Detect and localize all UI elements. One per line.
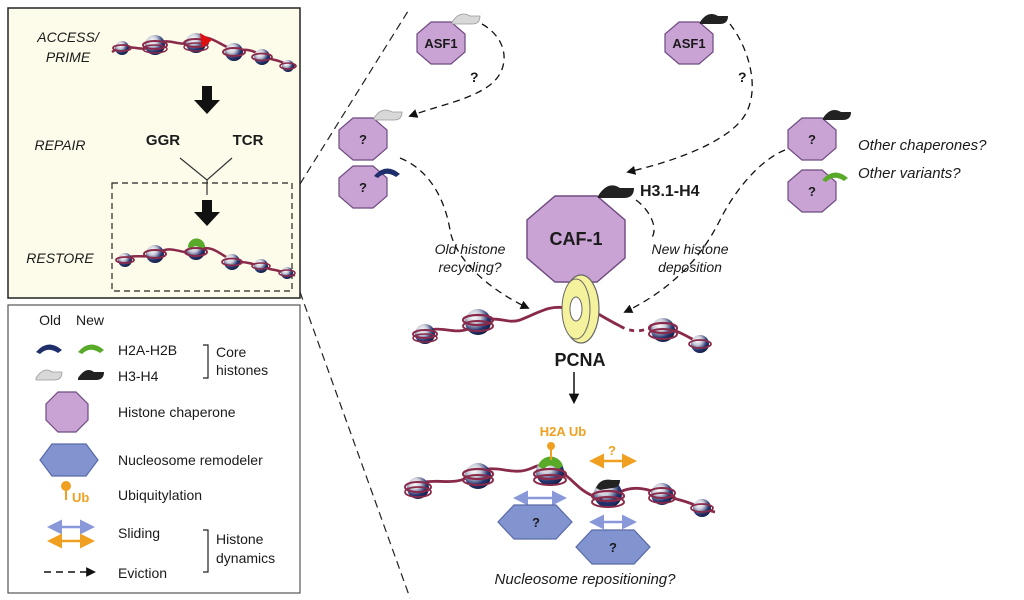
- legend-new-label: New: [76, 312, 105, 328]
- legend-histone-chaperone: Histone chaperone: [118, 404, 236, 420]
- repositioned-chromatin: [404, 442, 716, 517]
- legend-ub-tag: Ub: [72, 490, 89, 505]
- other-chaperones-label: Other chaperones?: [858, 137, 987, 154]
- nucleosome-icon: [278, 267, 296, 279]
- nucleosome-icon: [647, 318, 679, 342]
- legend-histones-label: histones: [216, 362, 268, 378]
- remodeler-right-label: ?: [609, 540, 617, 555]
- question-asf1-left: ?: [470, 69, 479, 85]
- nucleosome-icon: [115, 253, 135, 267]
- nucleosome-icon: [251, 49, 273, 65]
- ggr-label: GGR: [146, 132, 180, 149]
- remodeler-left-label: ?: [532, 515, 540, 530]
- deposition-label: deposition: [658, 259, 722, 275]
- nucleosome-icon: [184, 238, 208, 260]
- nucleosome-icon: [404, 477, 432, 499]
- stage-access-label: ACCESS/: [36, 29, 101, 45]
- asf1-right-label: ASF1: [672, 36, 705, 51]
- legend-old-label: Old: [39, 312, 61, 328]
- new-h3-h4-icon: [700, 14, 728, 24]
- main-diagram: ASF1 ASF1 ? ? ? ? ? ? Other chaperones? …: [338, 13, 987, 588]
- damage-marker-icon: [200, 33, 212, 48]
- nucleosome-icon: [461, 309, 495, 335]
- nucleosome-remodeler-right: [575, 529, 651, 565]
- nucleosome-icon: [222, 43, 246, 61]
- down-arrow-icon: [194, 86, 220, 114]
- old-h3-h4-icon: [35, 369, 63, 381]
- nucleosome-icon: [221, 254, 243, 270]
- unknown-chaperone-left-1: [338, 117, 388, 161]
- nucleosome-icon: [461, 463, 495, 489]
- nucleosome-icon: [688, 335, 712, 353]
- question-orange: ?: [608, 443, 616, 458]
- restore-zoom-box: [111, 182, 293, 292]
- nucleosome-icon: [279, 60, 297, 72]
- unknown-chaperone-left-1-label: ?: [359, 132, 367, 147]
- down-arrow-icon: [194, 200, 220, 226]
- legend-h3-h4: H3-H4: [118, 368, 159, 384]
- tcr-label: TCR: [233, 132, 264, 149]
- legend-nucleosome-remodeler: Nucleosome remodeler: [118, 452, 263, 468]
- nucleosome-icon: [251, 259, 271, 273]
- legend-sliding: Sliding: [118, 525, 160, 541]
- other-variants-label: Other variants?: [858, 165, 961, 182]
- new-h2a-h2b-icon: [78, 344, 104, 354]
- old-h3-h4-icon: [451, 13, 481, 25]
- ubiquitin-icon: [547, 442, 555, 460]
- ubiquitin-icon: Ub: [61, 481, 89, 505]
- legend-ubiquitylation: Ubiquitylation: [118, 487, 202, 503]
- stage-prime-label: PRIME: [46, 49, 91, 65]
- legend-histone-label: Histone: [216, 531, 264, 547]
- nucleosome-icon: [142, 35, 168, 55]
- h2a-ub-label: H2A Ub: [540, 424, 587, 439]
- chromatin-fiber-damaged: [111, 33, 297, 72]
- stage-repair-label: REPAIR: [34, 137, 85, 153]
- nucleosome-icon: [690, 499, 714, 517]
- old-histone-label: Old histone: [435, 241, 506, 257]
- histone-chaperone-icon: [45, 391, 89, 433]
- asf1-chaperone-right: [664, 21, 714, 65]
- legend-dynamics-label: dynamics: [216, 550, 275, 566]
- pcna-clamp-icon: [561, 274, 600, 344]
- legend-h2a-h2b: H2A-H2B: [118, 342, 177, 358]
- recycling-label: recycling?: [438, 259, 501, 275]
- asf1-left-label: ASF1: [424, 36, 457, 51]
- nucleosome-icon: [143, 245, 167, 263]
- legend-eviction: Eviction: [118, 565, 167, 581]
- new-h3-h4-icon: [598, 185, 634, 198]
- old-h3-h4-icon: [373, 109, 403, 121]
- caf1-chaperone: [526, 195, 626, 283]
- h31-h4-label: H3.1-H4: [640, 183, 700, 200]
- stage-restore-label: RESTORE: [26, 250, 94, 266]
- pcna-label: PCNA: [554, 350, 605, 370]
- nucleosome-icon: [412, 324, 438, 344]
- legend-panel: Old New H2A-H2B H3-H4 Core histones Hist…: [7, 304, 301, 594]
- unknown-chaperone-right-1-label: ?: [808, 132, 816, 147]
- unknown-chaperone-right-1: [787, 117, 837, 161]
- old-h2a-h2b-icon: [36, 344, 62, 354]
- new-histone-label: New histone: [651, 241, 728, 257]
- old-h2a-h2b-icon: [374, 168, 400, 178]
- question-asf1-right: ?: [738, 69, 747, 85]
- nucleosome-icon: [112, 41, 132, 55]
- chromatin-fiber-restored: [115, 238, 296, 279]
- caf1-label: CAF-1: [550, 229, 603, 249]
- unknown-chaperone-right-2-label: ?: [808, 184, 816, 199]
- nucleosome-icon: [590, 479, 626, 508]
- nucleosome-remodeler-icon: [39, 443, 99, 477]
- new-h2a-h2b-icon: [822, 172, 848, 182]
- nucleosome-icon: [648, 483, 676, 505]
- unknown-chaperone-left-2-label: ?: [359, 180, 367, 195]
- nucleosome-remodeler-left: [497, 504, 573, 540]
- replication-fork-chromatin: [412, 305, 712, 353]
- nucleosome-repositioning-label: Nucleosome repositioning?: [495, 571, 677, 588]
- repair-stages-panel: ACCESS/ PRIME REPAIR RESTORE GGR TCR: [7, 7, 301, 299]
- new-h3-h4-icon: [78, 370, 104, 380]
- asf1-chaperone-left: [416, 21, 466, 65]
- new-h3-h4-icon: [823, 110, 851, 120]
- nucleosome-icon: [532, 456, 568, 486]
- legend-core-label: Core: [216, 344, 247, 360]
